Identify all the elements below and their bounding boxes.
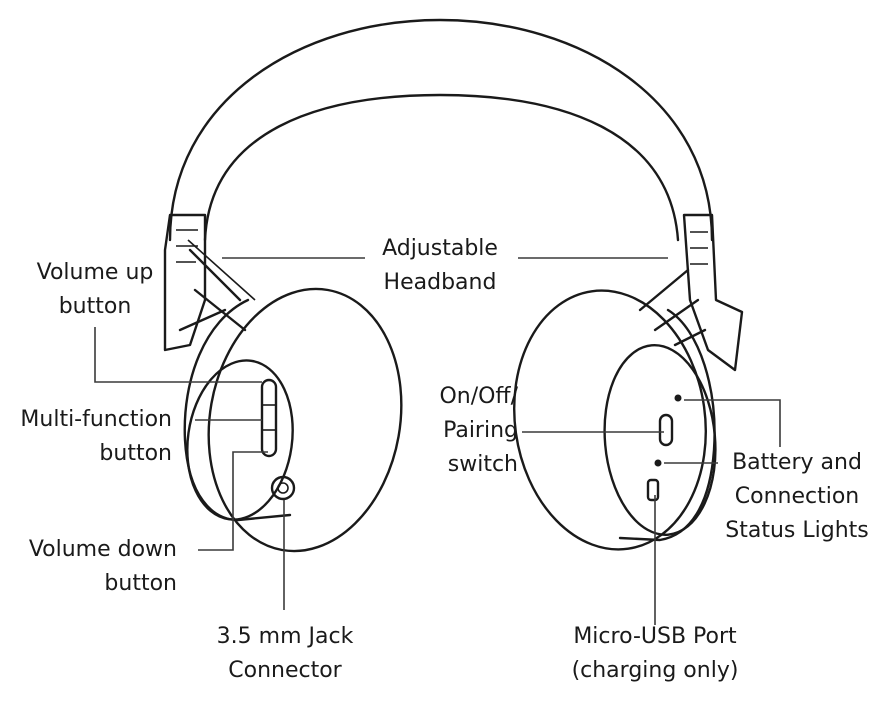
multi-function-label-line-2: button <box>99 441 172 466</box>
jack-label-line-1: 3.5 mm Jack <box>216 624 354 649</box>
volume-down-label-line-1: Volume down <box>28 537 177 562</box>
headband-label-line-1: Adjustable <box>382 236 498 261</box>
right-hinge <box>638 213 744 372</box>
leader-lines <box>94 257 781 625</box>
power-switch-label-line-2: Pairing <box>443 418 518 443</box>
left-hinge <box>163 213 256 352</box>
jack-label-line-2: Connector <box>228 658 342 683</box>
label-jack-connector: 3.5 mm Jack Connector <box>200 620 370 688</box>
status-lights-label-line-1: Battery and <box>732 450 862 475</box>
label-micro-usb-port: Micro-USB Port (charging only) <box>560 620 750 688</box>
label-power-pairing-switch: On/Off/ Pairing switch <box>400 380 518 482</box>
usb-port-label-line-1: Micro-USB Port <box>573 624 737 649</box>
label-status-lights: Battery and Connection Status Lights <box>718 446 876 548</box>
label-adjustable-headband: Adjustable Headband <box>360 232 520 300</box>
multi-function-label-line-1: Multi-function <box>20 407 172 432</box>
headband-label-line-2: Headband <box>383 270 497 295</box>
label-volume-up-button: Volume up button <box>20 256 170 324</box>
label-multi-function-button: Multi-function button <box>5 403 172 471</box>
power-switch-label-line-1: On/Off/ <box>439 384 518 409</box>
label-volume-down-button: Volume down button <box>5 533 177 601</box>
volume-down-label-line-2: button <box>104 571 177 596</box>
left-earcup <box>183 287 403 553</box>
status-lights-label-line-2: Connection <box>734 484 860 509</box>
status-lights-label-line-3: Status Lights <box>725 518 869 543</box>
right-earcup <box>513 289 717 551</box>
headband <box>168 18 714 242</box>
usb-port-label-line-2: (charging only) <box>571 658 739 683</box>
volume-up-label-line-1: Volume up <box>36 260 154 285</box>
power-switch-label-line-3: switch <box>447 452 518 477</box>
volume-up-label-line-2: button <box>58 294 132 319</box>
